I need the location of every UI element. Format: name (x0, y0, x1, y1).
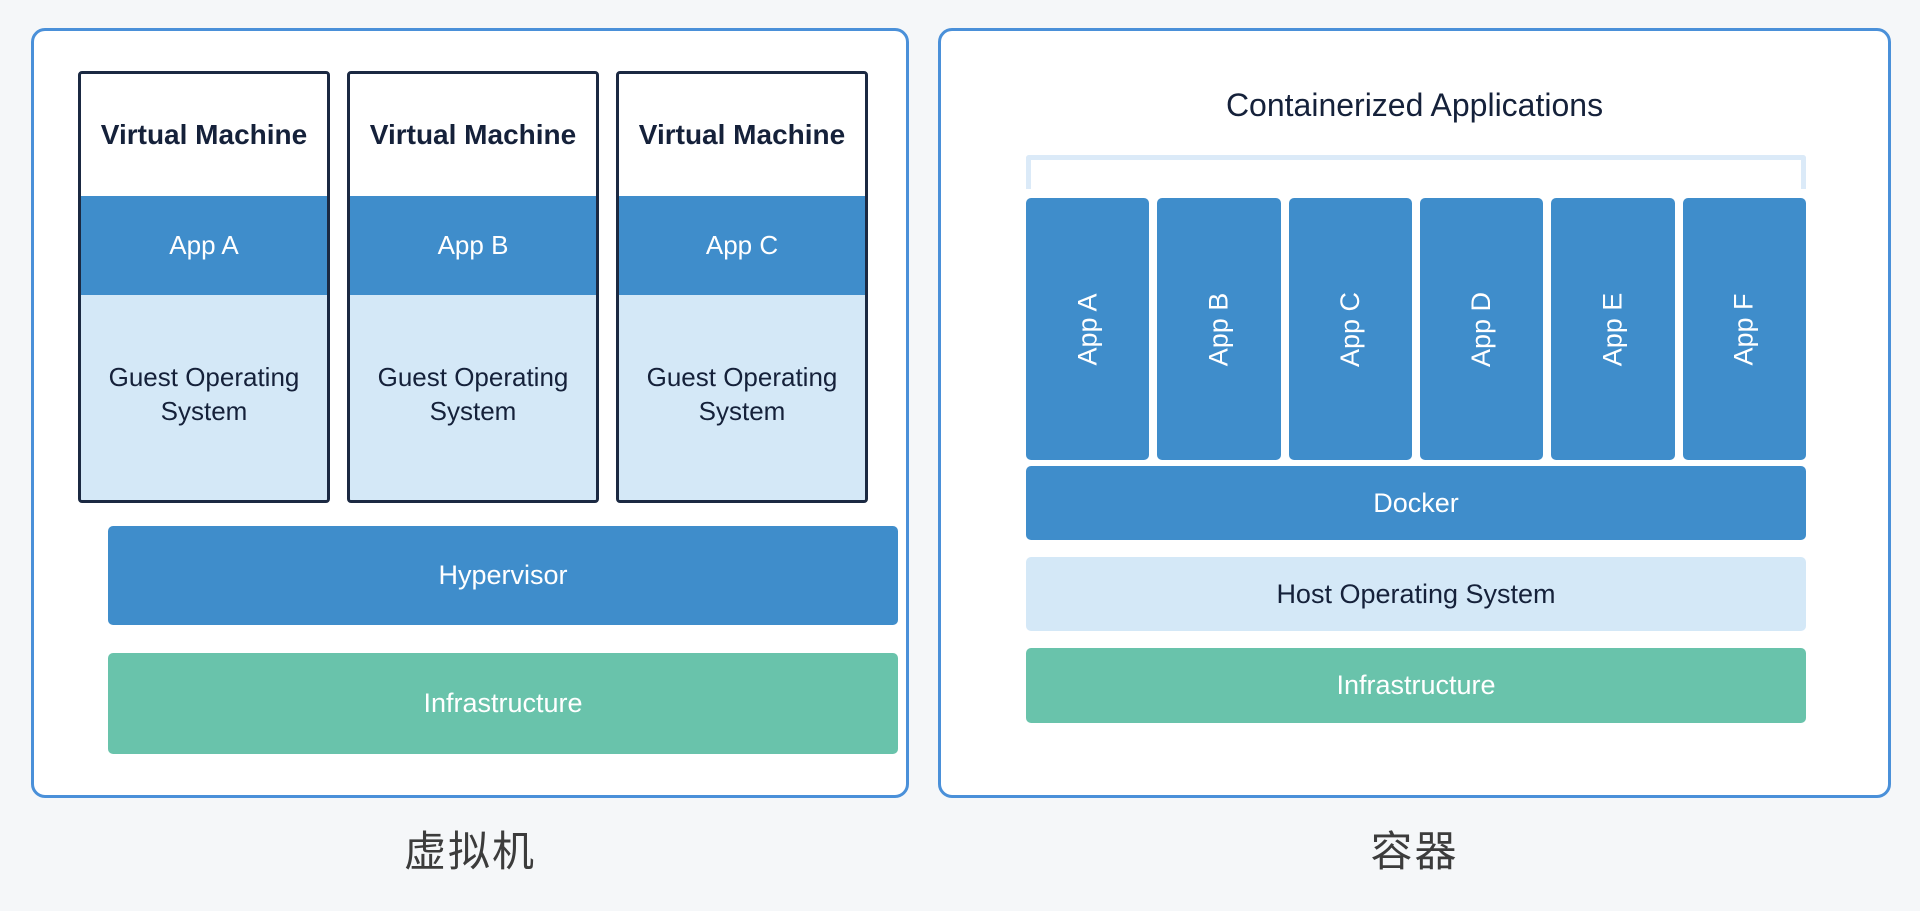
virtual-machine-box-3: Virtual Machine App C Guest Operating Sy… (616, 71, 868, 503)
container-app-3: App C (1288, 198, 1412, 460)
container-app-6: App F (1682, 198, 1806, 460)
virtual-machine-box-1: Virtual Machine App A Guest Operating Sy… (78, 71, 330, 503)
container-app-label-5: App E (1597, 292, 1628, 366)
vm-app-2: App B (350, 196, 596, 295)
container-app-4: App D (1419, 198, 1544, 460)
host-operating-system-bar: Host Operating System (1026, 557, 1806, 631)
container-panel-caption: 容器 (1370, 827, 1459, 876)
vm-app-1: App A (81, 196, 327, 295)
vm-panel-caption: 虚拟机 (403, 827, 536, 876)
vm-guest-os-3: Guest Operating System (619, 295, 865, 500)
container-app-label-4: App D (1466, 291, 1497, 367)
container-infrastructure-bar: Infrastructure (1026, 648, 1806, 723)
container-app-label-6: App F (1728, 292, 1759, 366)
vm-title-1: Virtual Machine (81, 74, 327, 196)
virtual-machine-row: Virtual Machine App A Guest Operating Sy… (78, 71, 868, 503)
docker-bar: Docker (1026, 466, 1806, 540)
container-app-label-2: App B (1203, 292, 1234, 366)
container-app-5: App E (1551, 198, 1675, 460)
vm-app-3: App C (619, 196, 865, 295)
vm-guest-os-2: Guest Operating System (350, 295, 596, 500)
vm-title-3: Virtual Machine (619, 74, 865, 196)
containerized-applications-bracket (1026, 155, 1806, 189)
container-app-label-3: App C (1334, 291, 1365, 367)
vm-title-2: Virtual Machine (350, 74, 596, 196)
vm-guest-os-1: Guest Operating System (81, 295, 327, 500)
container-apps-row: App A App B App C App D App E App F (1026, 198, 1806, 460)
container-app-2: App B (1157, 198, 1281, 460)
container-app-1: App A (1026, 198, 1150, 460)
virtual-machine-box-2: Virtual Machine App B Guest Operating Sy… (347, 71, 599, 503)
vm-infrastructure-bar: Infrastructure (108, 653, 898, 754)
hypervisor-bar: Hypervisor (108, 526, 898, 625)
virtual-machine-panel: Virtual Machine App A Guest Operating Sy… (31, 28, 909, 798)
container-app-label-1: App A (1072, 292, 1103, 366)
containerized-applications-title: Containerized Applications (1225, 87, 1604, 123)
